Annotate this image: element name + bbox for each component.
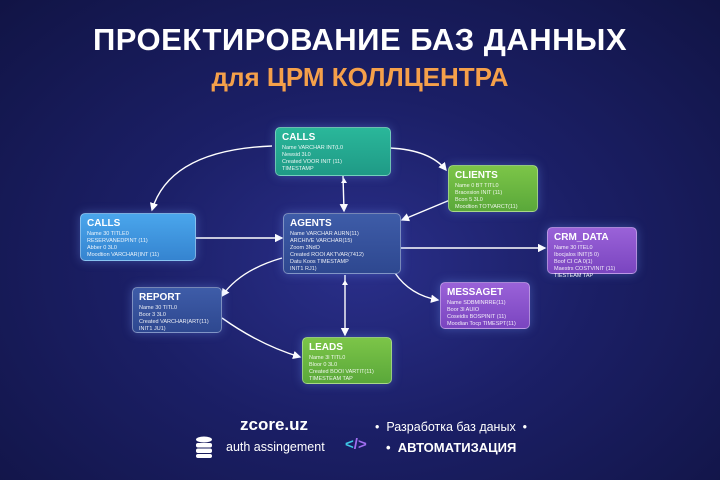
field: Newsid 3L0 [282,152,311,158]
field: Name VARCHAR AURN(11) [290,231,359,237]
field: Moodian Tocp TIMESPT(11) [447,321,516,327]
arrow-agents-report [221,257,283,298]
site-name: zcore.uz [240,415,309,434]
field: Created ROOI AKTVAR(7412) [290,252,364,258]
field: Boor 3 3L0 [139,312,166,318]
arrow-clients-agents [400,199,451,222]
field: Coseidis BOSPINIT (11) [447,314,507,320]
field: Moodtion TOTVARCT(11) [455,204,518,210]
arrow-calls-to-calls [149,145,273,212]
field: Name SDBMINRRE(11) [447,300,506,306]
field: ARCHIVE VARCHAR(15) [290,238,353,244]
table-agents[interactable]: AGENTS Name VARCHAR AURN(11)ARCHIVE VARC… [283,213,401,274]
field: Abber 0 3L0 [87,245,117,251]
field: Boor 3l AUIO [447,307,480,313]
table-name: AGENTS [290,218,332,229]
field: TIMESTEAM TAP [309,376,353,382]
page-subtitle: для ЦРМ КОЛЛЦЕНТРА [211,62,509,92]
field: Boof CI CA 0(1) [554,259,593,265]
field: Created VARCHAR(ART(11) [139,319,209,325]
field: Name VARCHAR INT(L0 [282,145,344,151]
arrow-report-leads [221,317,302,360]
bullet-automation: • АВТОМАТИЗАЦИЯ [386,440,517,455]
field: Name 3l TITL0 [309,355,346,361]
table-name: CRM_DATA [554,232,609,243]
field: Name 0 BT TITL0 [455,183,499,189]
field: Bracesion INIT (11) [455,190,503,196]
tagline: auth assingement [226,440,325,454]
field: RESERVANEDPINT (11) [87,238,148,244]
field: INIT1 JU1) [139,326,166,332]
table-name: LEADS [309,342,343,353]
bullet-text: Разработка баз даных [386,420,516,434]
table-name: CLIENTS [455,170,498,181]
table-name: CALLS [87,218,121,229]
field: Datu Koos TIMESTAMP [290,259,349,265]
page-title: ПРОЕКТИРОВАНИЕ БАЗ ДАННЫХ [92,22,628,57]
field: Maestrs COSTVINIT (11) [554,266,616,272]
field: Bloor 0 3L0 [309,362,338,368]
field: Bcon 5 3L0 [455,197,483,203]
field: Ibocjalos INIT(5 0) [554,252,599,258]
field: TIMESTAMP [282,166,314,172]
code-icon: </> [345,436,367,453]
arrow-calls-clients [389,147,447,172]
field: Created BOOI VARTIT(11) [309,369,374,375]
table-name: CALLS [282,132,316,143]
table-name: MESSAGET [447,287,504,298]
field: Name 30 ITEL0 [554,245,593,251]
field: Name 30 TITL0 [139,305,178,311]
table-name: REPORT [139,292,181,303]
arrow-agents-messaget [394,272,440,303]
field: TIESTEAM TAP [554,273,594,279]
bullet-text: АВТОМАТИЗАЦИЯ [397,440,517,455]
field: Created VOOR INIT (11) [282,159,343,165]
database-icon [196,436,212,458]
field: Moodtion VARCHAR(INT (11) [87,252,160,258]
bullet-database-dev: • Разработка баз даных • [375,420,528,434]
field: INIT1 RJ1) [290,266,317,272]
field: Name 30 TITLE0 [87,231,129,237]
field: Zoom 3NdO [290,245,320,251]
